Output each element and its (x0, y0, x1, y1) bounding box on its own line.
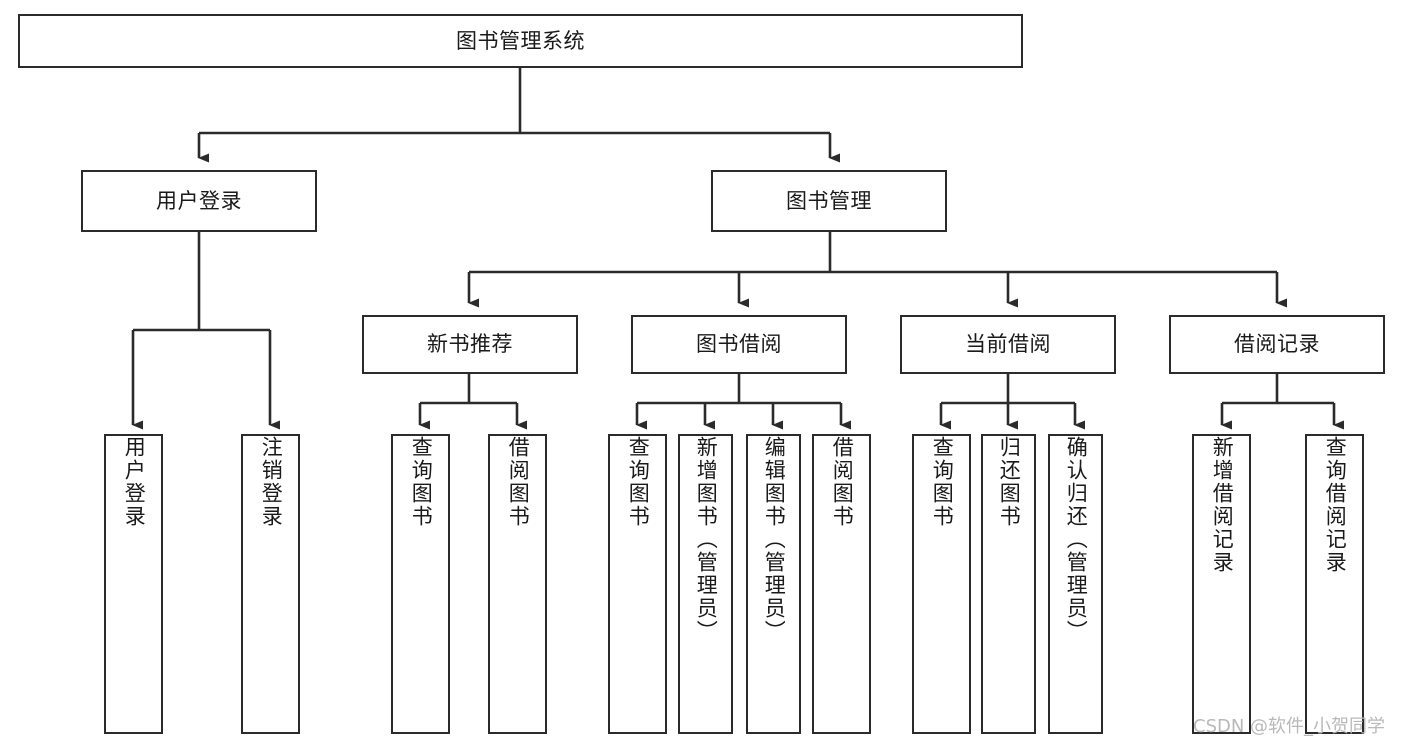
node-leaf-add-borrow-record[interactable]: 新增借阅记录 (1192, 434, 1251, 734)
node-leaf-borrow-book-2[interactable]: 借阅图书 (812, 434, 871, 734)
node-leaf-logout-login-label: 注销登录 (259, 436, 284, 528)
node-leaf-query-borrow-record-label: 查询借阅记录 (1323, 436, 1348, 574)
node-leaf-return-book-label: 归还图书 (997, 436, 1022, 528)
node-leaf-query-book-1-label: 查询图书 (409, 436, 434, 528)
node-book-borrow-label: 图书借阅 (696, 332, 782, 357)
node-user-login-label: 用户登录 (156, 188, 242, 213)
node-leaf-query-book-2-label: 查询图书 (626, 436, 651, 528)
node-leaf-return-book[interactable]: 归还图书 (981, 434, 1036, 734)
node-current-borrow-label: 当前借阅 (965, 332, 1051, 357)
node-leaf-user-login[interactable]: 用户登录 (104, 434, 163, 734)
node-leaf-add-book-admin-label: 新增图书（管理员） (694, 436, 719, 643)
node-borrow-record[interactable]: 借阅记录 (1169, 315, 1385, 374)
node-leaf-user-login-label: 用户登录 (122, 436, 147, 528)
node-leaf-query-book-1[interactable]: 查询图书 (391, 434, 450, 734)
node-leaf-edit-book-admin-label: 编辑图书（管理员） (762, 436, 787, 643)
node-new-book-recommend-label: 新书推荐 (427, 332, 513, 357)
node-current-borrow[interactable]: 当前借阅 (900, 315, 1116, 374)
node-user-login[interactable]: 用户登录 (81, 170, 317, 232)
node-leaf-borrow-book-2-label: 借阅图书 (830, 436, 855, 528)
node-leaf-confirm-return-admin-label: 确认归还（管理员） (1064, 436, 1089, 643)
node-leaf-logout-login[interactable]: 注销登录 (241, 434, 300, 734)
node-book-borrow[interactable]: 图书借阅 (631, 315, 847, 374)
node-book-manage[interactable]: 图书管理 (711, 170, 947, 232)
node-root[interactable]: 图书管理系统 (18, 14, 1023, 68)
node-leaf-add-book-admin[interactable]: 新增图书（管理员） (678, 434, 733, 734)
node-leaf-query-book-2[interactable]: 查询图书 (608, 434, 667, 734)
node-root-label: 图书管理系统 (456, 28, 585, 53)
node-leaf-edit-book-admin[interactable]: 编辑图书（管理员） (746, 434, 801, 734)
watermark-text: CSDN @软件_小贺同学 (1193, 716, 1386, 737)
node-leaf-confirm-return-admin[interactable]: 确认归还（管理员） (1048, 434, 1103, 734)
node-leaf-borrow-book-1-label: 借阅图书 (506, 436, 531, 528)
node-leaf-query-book-3-label: 查询图书 (930, 436, 955, 528)
node-leaf-query-book-3[interactable]: 查询图书 (912, 434, 971, 734)
node-leaf-query-borrow-record[interactable]: 查询借阅记录 (1305, 434, 1364, 734)
node-leaf-add-borrow-record-label: 新增借阅记录 (1210, 436, 1235, 574)
node-leaf-borrow-book-1[interactable]: 借阅图书 (488, 434, 547, 734)
node-new-book-recommend[interactable]: 新书推荐 (362, 315, 578, 374)
node-borrow-record-label: 借阅记录 (1234, 332, 1320, 357)
node-book-manage-label: 图书管理 (786, 188, 872, 213)
